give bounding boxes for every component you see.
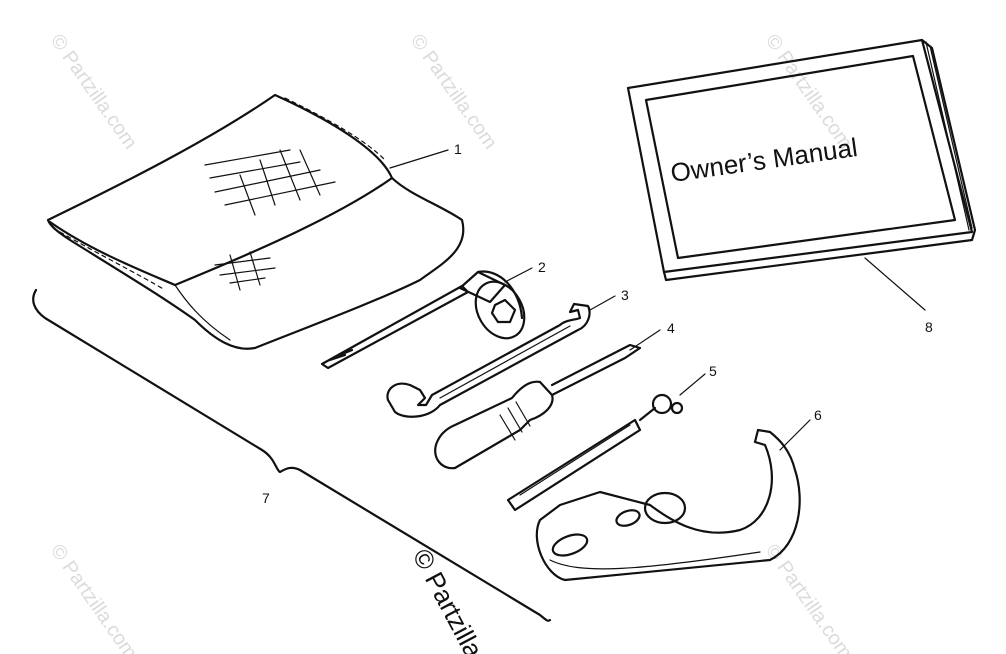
leader-lines (389, 149, 926, 451)
callout-5: 5 (709, 363, 717, 379)
watermark-bottom-left: © Partzilla.com (46, 540, 141, 654)
watermark-top-center: © Partzilla.com (406, 30, 501, 153)
rod-tool (506, 393, 684, 512)
screwdriver (434, 343, 642, 470)
callout-labels: 1 2 3 4 5 6 7 8 (262, 141, 933, 506)
callout-8: 8 (925, 319, 933, 335)
callout-2: 2 (538, 259, 546, 275)
callout-4: 4 (667, 320, 675, 336)
hook-plate (535, 428, 801, 582)
callout-3: 3 (621, 287, 629, 303)
kit-bracket (32, 288, 552, 622)
manual-title: Owner’s Manual (669, 132, 860, 188)
tool-pouch (46, 93, 465, 350)
callout-6: 6 (814, 407, 822, 423)
watermark-top-left: © Partzilla.com (46, 30, 141, 153)
callout-1: 1 (454, 141, 462, 157)
open-end-wrench (386, 302, 591, 418)
pouch-hatching (204, 149, 336, 291)
socket-wrench (320, 270, 526, 370)
watermark-main: © Partzilla.c (407, 544, 499, 654)
callout-7: 7 (262, 490, 270, 506)
